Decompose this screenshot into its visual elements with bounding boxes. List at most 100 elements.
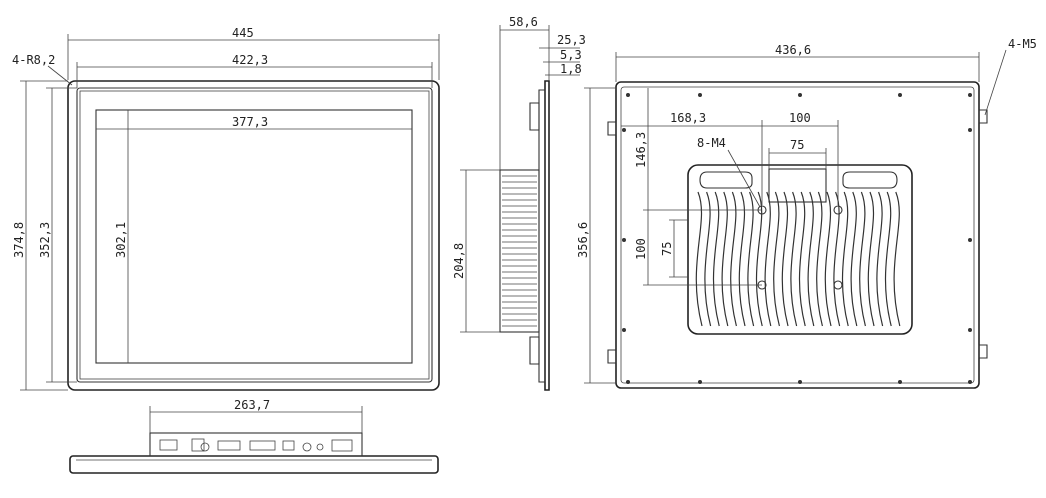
screw-dot xyxy=(968,93,972,97)
rear-fin xyxy=(712,191,720,327)
rear-fin xyxy=(859,191,866,327)
rear-fin xyxy=(841,191,849,327)
rear-mount-tab xyxy=(978,344,988,359)
rear-mount-tab xyxy=(978,109,988,124)
rear-fin xyxy=(893,191,901,327)
rear-screw-dots xyxy=(622,93,972,384)
dim-rear-overall-width: 436,6 xyxy=(775,43,811,57)
rear-mount-tab xyxy=(607,121,617,136)
rear-fin xyxy=(781,191,789,327)
dim-io-panel-width: 263,7 xyxy=(234,398,270,412)
rear-outer-panel xyxy=(615,81,980,389)
front-frame xyxy=(76,87,433,383)
leader-line xyxy=(47,65,73,86)
dim-vesa-height-small: 75 xyxy=(660,242,674,256)
side-front-bezel xyxy=(544,80,550,391)
rear-slot-right xyxy=(842,171,898,189)
rear-fin xyxy=(764,191,772,327)
side-bracket-top xyxy=(529,102,540,131)
side-view: 58,6 25,3 5,3 1,8 204,8 xyxy=(452,15,586,391)
rear-fin xyxy=(747,191,755,327)
dim-depth-total: 58,6 xyxy=(509,15,538,29)
io-port-serial xyxy=(159,439,178,451)
screw-dot xyxy=(622,328,626,332)
dim-corner-radius: 4-R8,2 xyxy=(12,53,55,67)
screw-dot xyxy=(968,380,972,384)
dim-vesa-width-small: 75 xyxy=(790,138,804,152)
dim-vesa-height-large: 100 xyxy=(634,238,648,260)
rear-inner-panel xyxy=(620,86,975,384)
io-port-db9 xyxy=(249,440,276,451)
rear-fin xyxy=(876,191,884,327)
rear-fin xyxy=(695,191,703,327)
dim-frame-height: 352,3 xyxy=(38,222,52,258)
screw-dot xyxy=(626,380,630,384)
io-port-usb xyxy=(331,439,353,452)
io-port-audio xyxy=(302,442,312,452)
screw-dot xyxy=(968,328,972,332)
bottom-view: 263,7 xyxy=(69,398,439,474)
dim-active-area-width: 377,3 xyxy=(232,115,268,129)
dim-active-area-height: 302,1 xyxy=(114,222,128,258)
screw-dot xyxy=(698,93,702,97)
dim-frame-width: 422,3 xyxy=(232,53,268,67)
rear-fin xyxy=(790,191,798,327)
rear-mount-tab xyxy=(607,349,617,364)
dim-overall-height: 374,8 xyxy=(12,222,26,258)
screw-dot xyxy=(898,380,902,384)
screw-dot xyxy=(798,93,802,97)
rear-fin xyxy=(867,191,875,327)
rear-fin xyxy=(730,191,737,327)
dim-rear-overall-height: 356,6 xyxy=(576,222,590,258)
rear-label-window xyxy=(768,168,827,203)
active-area xyxy=(95,109,413,364)
io-port-power xyxy=(200,442,210,452)
side-heatsink-fins xyxy=(502,175,537,327)
dim-offset-y: 146,3 xyxy=(634,132,648,168)
io-port-dc xyxy=(191,438,205,452)
dim-depth-b: 5,3 xyxy=(560,48,582,62)
dim-heatsink-height: 204,8 xyxy=(452,243,466,279)
dim-depth-c: 1,8 xyxy=(560,62,582,76)
rear-heatsink xyxy=(687,164,913,335)
dim-vesa-width-large: 100 xyxy=(789,111,811,125)
front-frame-inner xyxy=(79,90,430,380)
rear-fin xyxy=(704,191,712,327)
dim-depth-a: 25,3 xyxy=(557,33,586,47)
dim-offset-x: 168,3 xyxy=(670,111,706,125)
io-port-vga xyxy=(217,440,241,451)
front-view: 445 422,3 377,3 4-R8,2 374,8 352,3 302,1 xyxy=(12,26,440,391)
screw-dot xyxy=(968,238,972,242)
dim-overall-width: 445 xyxy=(232,26,254,40)
dim-mount-label: 4-M5 xyxy=(1008,37,1037,51)
rear-fin xyxy=(884,191,892,327)
screw-dot xyxy=(622,238,626,242)
front-outer-bezel xyxy=(67,80,440,391)
vesa-screw-hole xyxy=(833,205,843,215)
leader-line xyxy=(727,149,761,208)
rear-slot-left xyxy=(699,171,753,189)
rear-view: 436,6 4-M5 356,6 168,3 100 75 146,3 8-M4 xyxy=(576,37,1037,389)
side-heatsink xyxy=(499,169,540,333)
side-back-panel xyxy=(538,89,546,383)
io-port-lan xyxy=(282,440,295,451)
rear-heatsink-fins xyxy=(695,191,901,327)
rear-fin xyxy=(755,191,763,327)
rear-fin xyxy=(738,191,746,327)
screw-dot xyxy=(798,380,802,384)
bottom-bezel xyxy=(69,455,439,474)
rear-fin xyxy=(773,191,780,327)
screw-dot xyxy=(898,93,902,97)
rear-fin xyxy=(798,191,806,327)
screw-dot xyxy=(622,128,626,132)
screw-dot xyxy=(968,128,972,132)
rear-fin xyxy=(807,191,815,327)
rear-fin xyxy=(850,191,858,327)
rear-fin xyxy=(824,191,832,327)
io-port-audio xyxy=(316,443,324,451)
side-bracket-bottom xyxy=(529,336,540,365)
screw-dot xyxy=(698,380,702,384)
screw-dot xyxy=(626,93,630,97)
vesa-screw-hole xyxy=(833,280,843,290)
